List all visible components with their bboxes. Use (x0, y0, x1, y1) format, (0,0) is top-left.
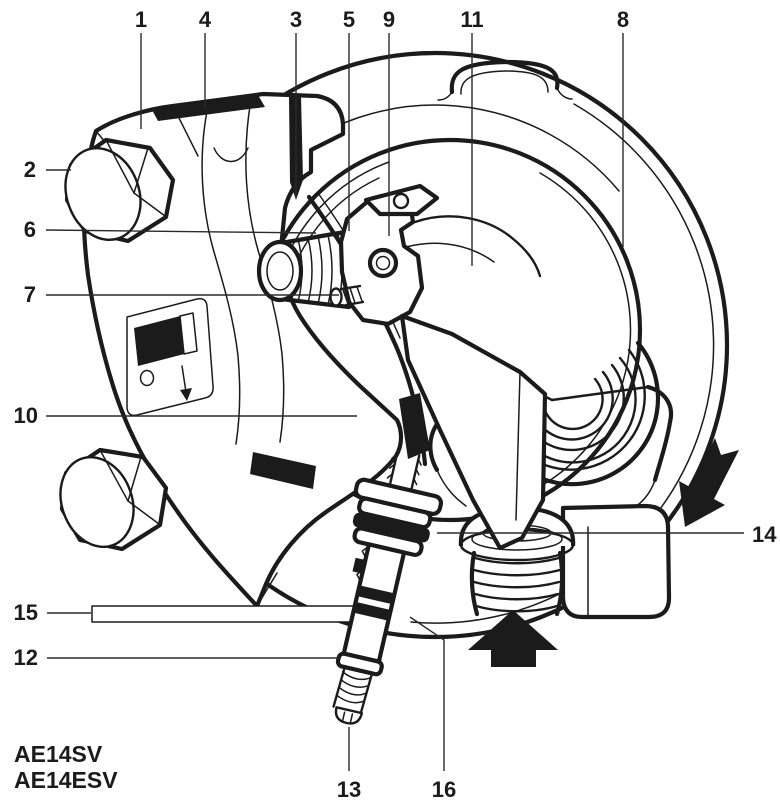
cut-edge-line (306, 194, 428, 467)
cover-assembly (59, 91, 430, 609)
o-ring (356, 585, 396, 605)
lever-flap (399, 313, 548, 551)
callout-4: 4 (199, 7, 212, 32)
cover-arm-edge (201, 110, 241, 445)
callout-11: 11 (460, 7, 483, 32)
pin-thread-line (342, 286, 363, 305)
bracket-top-plate (363, 183, 440, 217)
bolt-facet-line (105, 139, 135, 194)
callout-12: 12 (14, 645, 38, 670)
thread-line (327, 234, 333, 306)
float-arm-edge (405, 242, 495, 263)
body-rim-inner-line (410, 103, 715, 624)
port-detail-line (436, 469, 467, 507)
lever-flap-bend-line (515, 371, 521, 521)
tip-slot (341, 711, 354, 724)
leader-line-16 (409, 616, 445, 771)
pivot-pin-bore (375, 255, 391, 271)
float-arm-edge (413, 215, 542, 278)
model-label-ae14esv: AE14ESV (14, 767, 118, 793)
thread-line (307, 237, 313, 304)
pin-tip (329, 287, 343, 307)
callout-10: 10 (14, 403, 38, 428)
lug-ear-line (437, 91, 453, 101)
callout-3: 3 (290, 7, 302, 32)
thread-line (473, 556, 561, 565)
thread-line (474, 604, 559, 613)
port-saddle-edge (645, 384, 674, 483)
spindle-stem-edge (388, 449, 421, 494)
model-designations: AE14SV AE14ESV (14, 741, 118, 793)
callout-5: 5 (343, 7, 355, 32)
callout-9: 9 (383, 7, 395, 32)
extension-bar (91, 605, 373, 623)
thread-arc (542, 377, 604, 431)
cover-gasket-seam (250, 452, 316, 489)
valve-mechanism (256, 183, 548, 551)
thread-line (317, 235, 323, 305)
thread-line (473, 592, 560, 601)
callout-labels: 1 4 3 5 9 11 8 2 6 7 10 15 12 14 13 16 (14, 7, 778, 800)
callout-8: 8 (617, 7, 629, 32)
bolt-facet-line (99, 449, 129, 502)
cover-gasket-seam (151, 95, 265, 121)
cover-bolt-bottom (59, 447, 169, 552)
outlet-flow-arrow-icon (679, 438, 739, 527)
body-foot (560, 503, 672, 620)
cover-bolt-top (64, 137, 176, 244)
bolt-face (59, 455, 135, 549)
thread-line (340, 678, 369, 688)
o-ring (352, 601, 392, 621)
thread-line (472, 580, 561, 589)
inlet-thread-edge (554, 550, 565, 617)
lug-ear-line (556, 87, 573, 100)
retaining-clip (352, 557, 368, 575)
slotted-tip (334, 706, 364, 725)
thread-line (386, 453, 422, 486)
pivot-pin (367, 247, 399, 279)
callout-16: 16 (432, 777, 456, 800)
model-label-ae14sv: AE14SV (14, 741, 103, 767)
inlet-flow-arrow-icon (468, 610, 558, 667)
cut-face-edge (550, 385, 650, 402)
lug-inner-line (460, 70, 549, 95)
callout-6: 6 (24, 217, 36, 242)
thread-line (338, 686, 367, 696)
nameplate-dot-icon (139, 369, 155, 387)
callout-14: 14 (752, 522, 777, 547)
nameplate (126, 297, 214, 417)
leader-lines (45, 33, 744, 771)
thread-line (335, 694, 365, 704)
top-lug (437, 59, 573, 101)
cover-saddle-line (213, 147, 249, 163)
lug-outline (449, 59, 560, 95)
bottom-connections (428, 340, 674, 620)
nameplate-down-arrow-head (180, 388, 192, 401)
nameplate-window (134, 314, 192, 366)
seat-edge (278, 229, 348, 246)
thread-line (341, 671, 371, 681)
leader-line-6 (45, 229, 317, 234)
callout-15: 15 (14, 600, 38, 625)
lever-bracket (338, 183, 440, 327)
callout-2: 2 (24, 157, 36, 182)
callout-7: 7 (24, 282, 36, 307)
seat-gasket-ring (352, 512, 430, 543)
seat-bore (266, 251, 294, 291)
inlet-thread-edge (469, 550, 480, 617)
callout-1: 1 (135, 7, 147, 32)
spindle-assembly (332, 449, 444, 725)
nameplate-down-arrow-icon (181, 365, 187, 393)
lower-nut (335, 651, 384, 677)
seat-face (256, 239, 304, 303)
callout-13: 13 (337, 777, 361, 800)
thread-line (297, 238, 303, 303)
nameplate-slider (179, 312, 198, 355)
valve-head-pin (329, 284, 365, 307)
plate-screw (392, 192, 410, 210)
cover-facet-line (256, 572, 278, 607)
cover-outline (81, 91, 404, 609)
thread-line (472, 568, 562, 577)
